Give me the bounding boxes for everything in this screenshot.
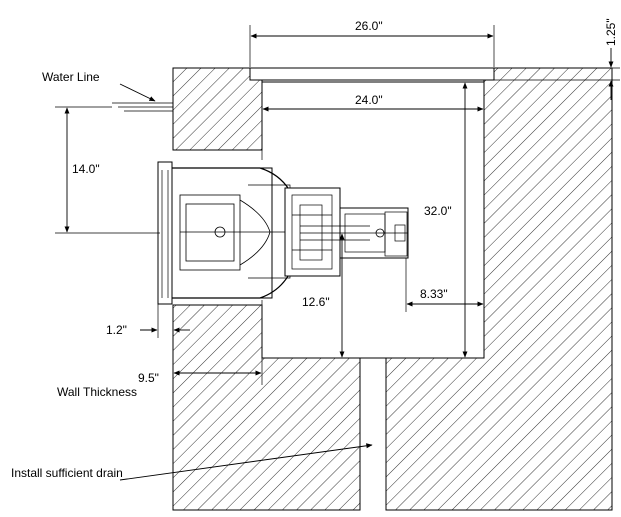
dim-fitting-offset: 1.2" — [106, 304, 190, 338]
dim-wall-thickness-value: 9.5" — [138, 371, 159, 385]
left-wall-lower — [172, 304, 361, 511]
dim-rear-clearance-label: 8.33" — [420, 287, 448, 301]
pump-motor — [284, 187, 409, 277]
dim-top-width: 26.0" — [249, 19, 495, 67]
dim-water-to-center: 14.0" — [55, 106, 160, 234]
dim-niche-height-label: 32.0" — [424, 204, 452, 218]
dim-inner-width-label: 24.0" — [355, 93, 383, 107]
dim-center-to-floor-label: 12.6" — [302, 295, 330, 309]
dim-niche-height: 32.0" — [424, 82, 468, 358]
drain-callout: Install sufficient drain — [11, 443, 373, 481]
water-line-label: Water Line — [42, 70, 100, 84]
top-flange — [249, 67, 495, 81]
dim-fitting-offset-label: 1.2" — [106, 323, 127, 337]
left-wall — [172, 67, 263, 151]
dim-center-to-floor: 12.6" — [302, 233, 345, 358]
dim-wall-thickness: 9.5" Wall Thickness — [57, 358, 263, 399]
install-drain-label: Install sufficient drain — [11, 466, 123, 480]
dim-rear-clearance: 8.33" — [405, 258, 484, 312]
dim-flange-depth-label: 1.25" — [604, 18, 618, 46]
dim-flange-depth: 1.25" — [494, 18, 620, 100]
wall-thickness-label: Wall Thickness — [57, 385, 137, 399]
fixture-housing — [157, 150, 301, 305]
water-line-marker: Water Line — [42, 70, 173, 112]
concrete-wall — [172, 67, 613, 511]
dim-water-to-center-label: 14.0" — [72, 162, 100, 176]
dim-top-width-label: 26.0" — [355, 19, 383, 33]
dim-inner-width: 24.0" — [262, 93, 484, 112]
